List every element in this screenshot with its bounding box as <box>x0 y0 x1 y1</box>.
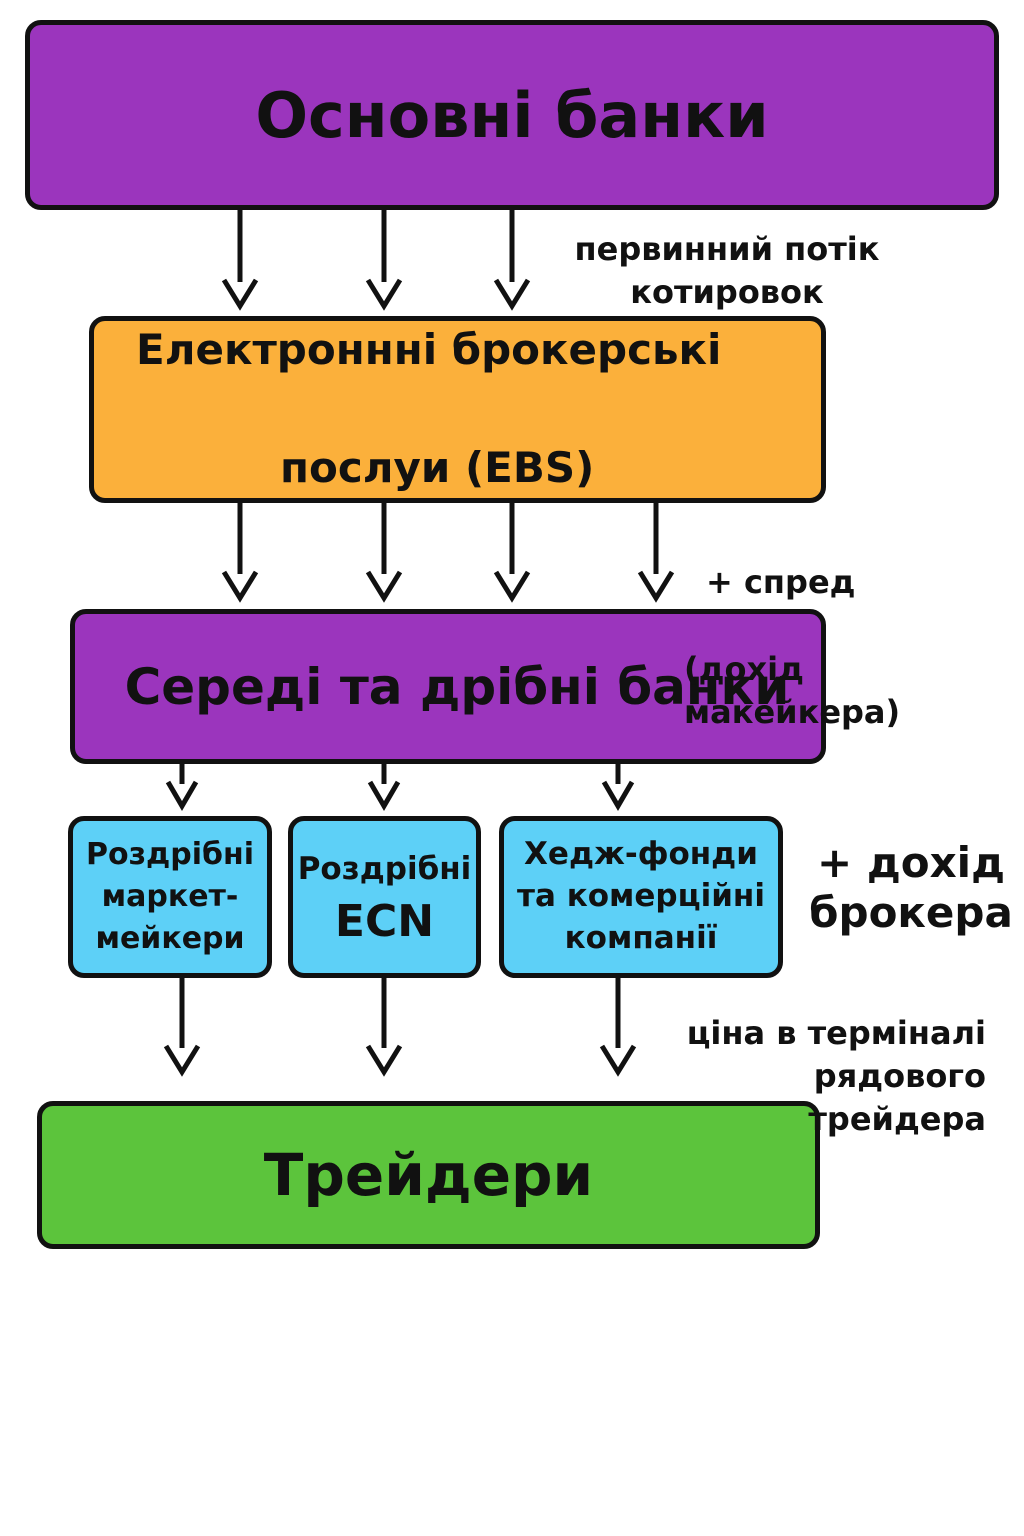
ebs-label-line-1: Електроннні брокерські <box>136 325 722 375</box>
retail-ecn-label-line-2: ECN <box>334 895 435 947</box>
arrow-medium-banks-to-hedge-funds <box>601 764 635 811</box>
primary-quote-flow-annotation: первинний потік котировок <box>574 230 880 312</box>
ebs-box: Електроннні брокерські послуи (EBS) <box>89 316 826 503</box>
main-banks-box: Основні банки <box>25 20 999 210</box>
terminal-price-annotation: ціна в терміналі рядового трейдера <box>686 1014 986 1139</box>
arrow-retail-market-makers-to-traders <box>163 978 201 1077</box>
ebs-label: Електроннні брокерські послуи (EBS) <box>94 263 821 557</box>
arrow-retail-ecn-to-traders <box>365 978 403 1077</box>
main-banks-label: Основні банки <box>255 78 769 152</box>
arrow-medium-banks-to-retail-market-makers <box>165 764 199 811</box>
broker-income-annotation: + дохід брокера <box>809 838 1013 938</box>
medium-banks-box: Середі та дрібні банки <box>70 609 826 764</box>
ebs-label-line-2: послуи (EBS) <box>280 442 595 492</box>
spread-annotation-line-2: (дохід макейкера) <box>684 649 901 731</box>
retail-market-makers-box: Роздрібні маркет- мейкери <box>68 816 272 978</box>
traders-label: Трейдери <box>263 1141 594 1209</box>
retail-ecn-label-line-1: Роздрібні <box>297 851 472 888</box>
retail-ecn-label: Роздрібні ECN <box>298 845 472 948</box>
arrow-medium-banks-to-retail-ecn <box>367 764 401 811</box>
retail-ecn-box: Роздрібні ECN <box>288 816 481 978</box>
spread-annotation: + спред (дохід макейкера) <box>684 518 1014 777</box>
medium-banks-label: Середі та дрібні банки <box>124 657 790 716</box>
traders-box: Трейдери <box>37 1101 820 1249</box>
hedge-funds-label: Хедж-фонди та комерційні компанії <box>517 836 765 956</box>
arrow-hedge-funds-to-traders <box>599 978 637 1077</box>
retail-market-makers-label: Роздрібні маркет- мейкери <box>86 837 254 956</box>
hedge-funds-box: Хедж-фонди та комерційні компанії <box>499 816 783 978</box>
spread-annotation-line-1: + спред <box>706 563 856 602</box>
